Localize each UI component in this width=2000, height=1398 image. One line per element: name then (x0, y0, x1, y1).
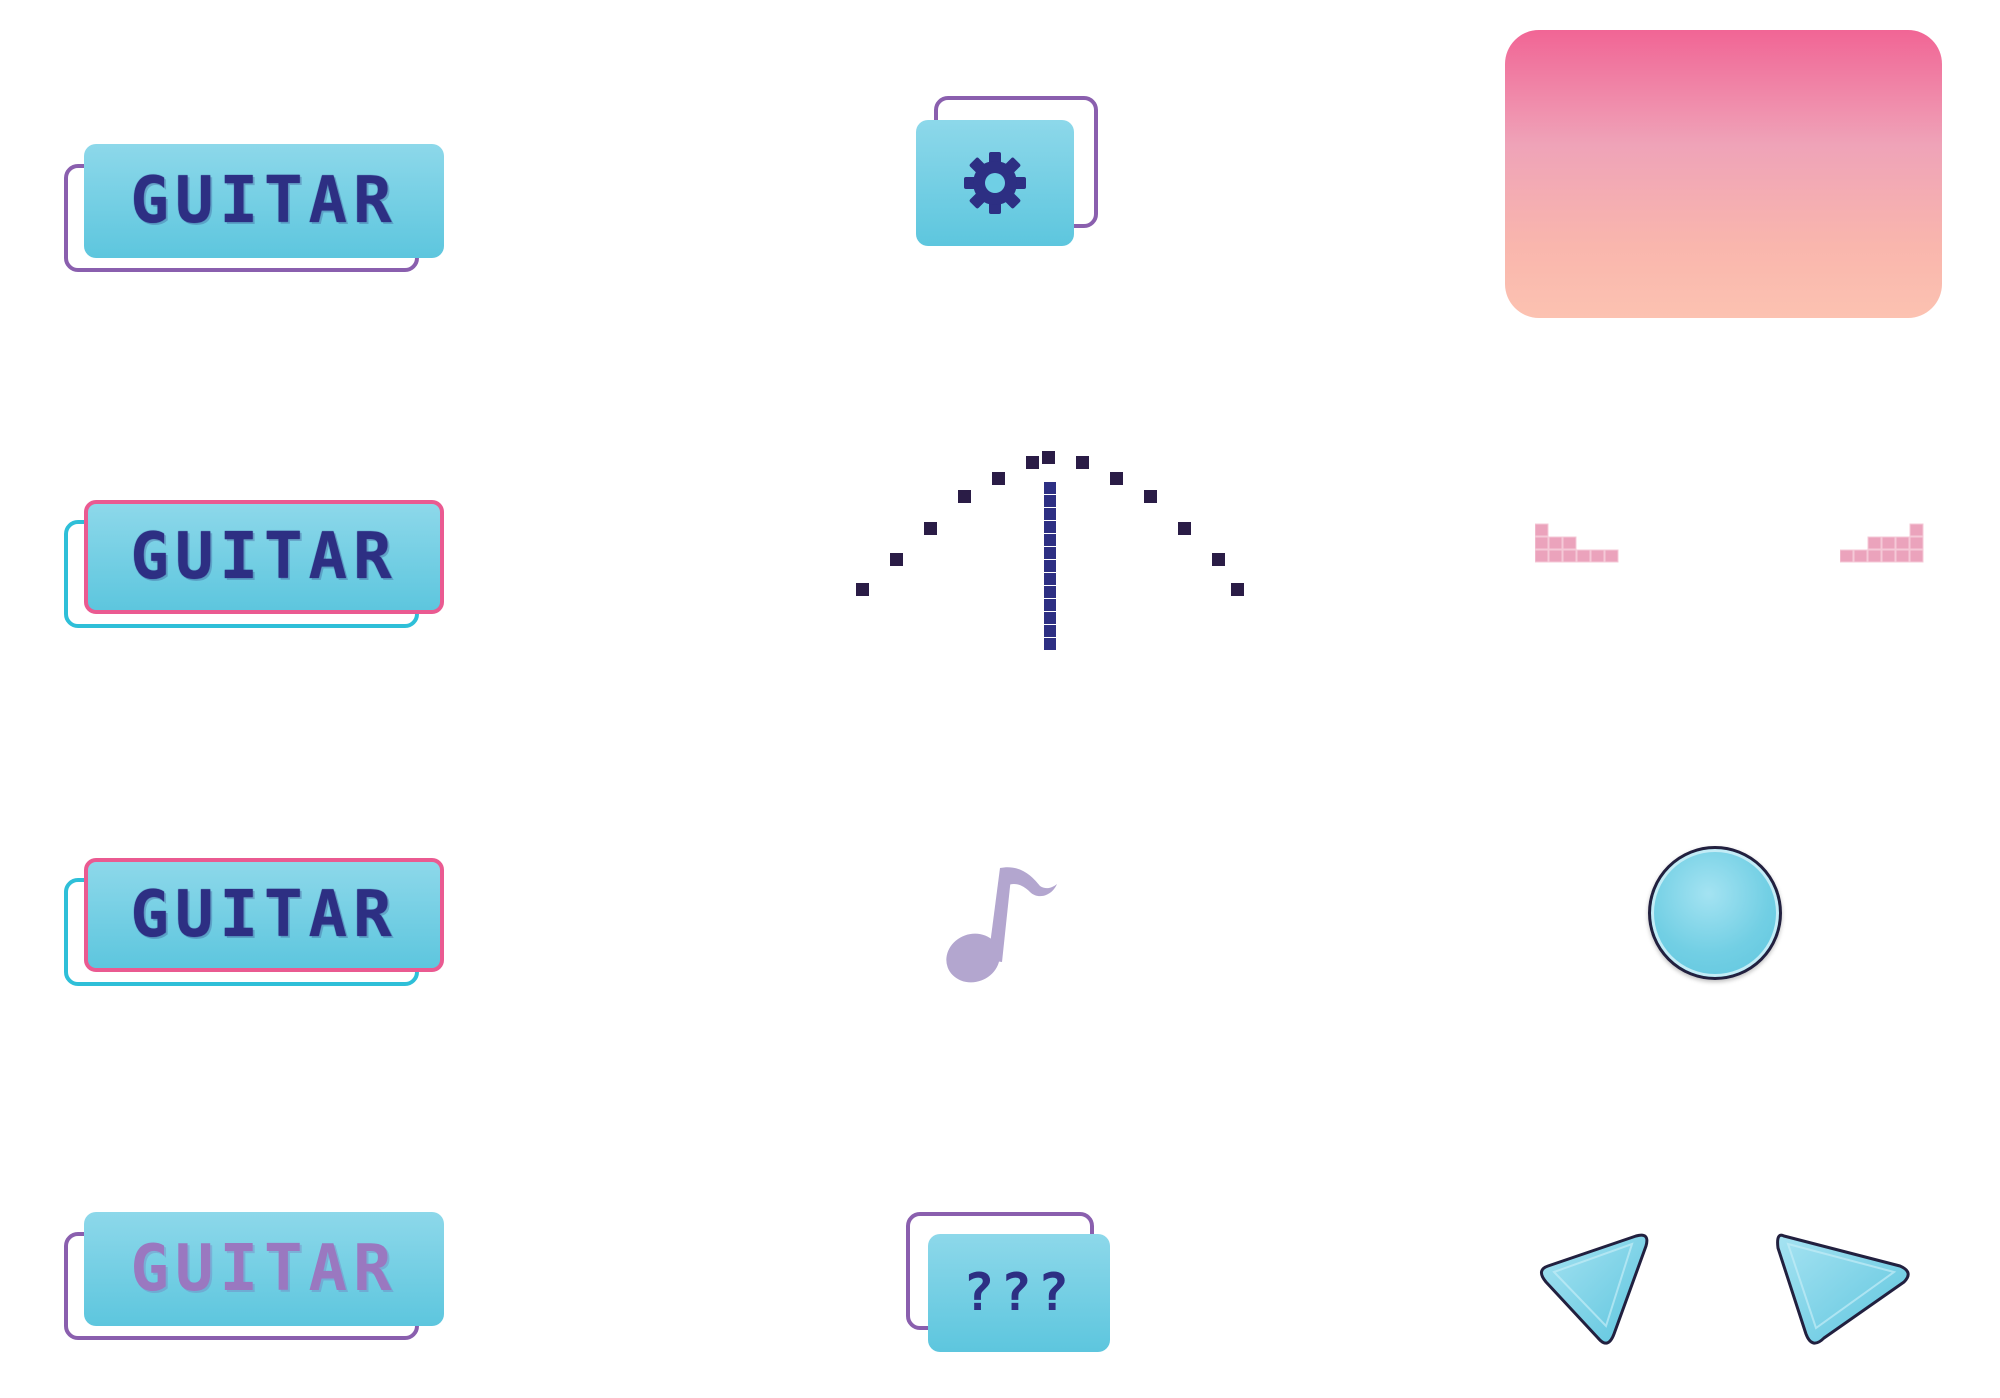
panel-background (1505, 30, 1942, 318)
settings-button[interactable] (916, 96, 1098, 246)
volume-up-icon (1840, 523, 1924, 563)
needle-block (1044, 599, 1056, 611)
guitar-button-disabled: GUITAR (64, 1212, 444, 1352)
needle-block (1044, 508, 1056, 520)
tuner-needle (1044, 482, 1056, 650)
button-face[interactable]: GUITAR (84, 858, 444, 972)
arrow-right-icon (1776, 1233, 1910, 1345)
gear-icon (964, 152, 1026, 214)
button-label: GUITAR (130, 1232, 398, 1306)
arrow-right-button[interactable] (1772, 1226, 1922, 1366)
needle-block (1044, 482, 1056, 494)
volume-down-icon (1535, 523, 1619, 563)
unknown-button[interactable]: ??? (906, 1212, 1110, 1352)
needle-block (1044, 573, 1056, 585)
guitar-button-pressed[interactable]: GUITAR (64, 858, 444, 998)
tuner-meter (856, 451, 1244, 650)
needle-block (1044, 612, 1056, 624)
needle-block (1044, 638, 1056, 650)
arrow-left-icon (1540, 1233, 1649, 1345)
needle-block (1044, 547, 1056, 559)
guitar-button-hover[interactable]: GUITAR (64, 500, 444, 640)
button-label: GUITAR (130, 878, 398, 952)
music-note-icon (946, 867, 1057, 983)
arrow-left-button[interactable] (1528, 1226, 1678, 1366)
round-button[interactable] (1648, 846, 1782, 980)
guitar-button-normal[interactable]: GUITAR (64, 144, 444, 284)
button-label: ??? (963, 1263, 1075, 1323)
needle-block (1044, 521, 1056, 533)
needle-block (1044, 560, 1056, 572)
button-face[interactable] (916, 120, 1074, 246)
button-face[interactable]: ??? (928, 1234, 1110, 1352)
button-label: GUITAR (130, 164, 398, 238)
button-face[interactable]: GUITAR (84, 144, 444, 258)
needle-block (1044, 495, 1056, 507)
button-label: GUITAR (130, 520, 398, 594)
needle-block (1044, 586, 1056, 598)
button-face: GUITAR (84, 1212, 444, 1326)
button-face[interactable]: GUITAR (84, 500, 444, 614)
needle-block (1044, 625, 1056, 637)
needle-block (1044, 534, 1056, 546)
tuner-scale-dots (856, 451, 1244, 596)
